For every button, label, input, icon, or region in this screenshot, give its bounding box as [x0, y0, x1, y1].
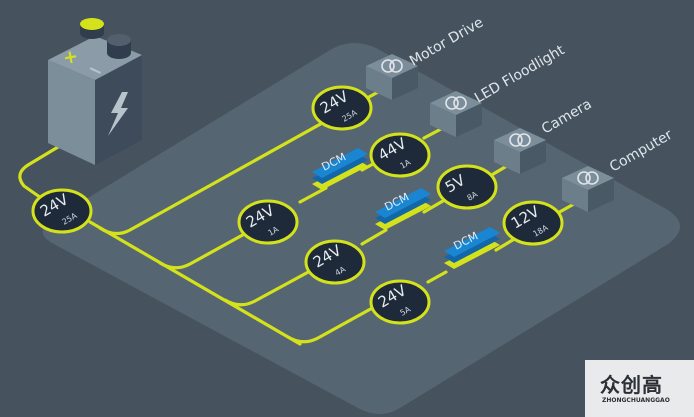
- device-label-motor-drive: Motor Drive: [407, 14, 486, 69]
- device-boxes: [366, 54, 614, 212]
- linked-rings-icon: [577, 171, 599, 185]
- device-box-3: [562, 166, 614, 212]
- device-box-1: [430, 91, 482, 137]
- device-box-0: [366, 54, 418, 100]
- wire-led: [158, 126, 445, 270]
- device-label-camera: Camera: [539, 96, 595, 137]
- watermark-logo: [585, 360, 694, 417]
- dcm-converter: DCM: [444, 227, 500, 269]
- wire-motor: [98, 90, 380, 236]
- wire-camera: [223, 162, 512, 307]
- linked-rings-icon: [445, 96, 467, 110]
- device-box-2: [494, 128, 546, 174]
- wires: [18, 90, 576, 346]
- wire-battery: [18, 139, 70, 202]
- watermark-title: 众创高: [600, 373, 663, 397]
- wire-computer: [286, 202, 576, 344]
- battery: + −: [48, 18, 142, 165]
- device-label-led-floodlight: LED Floodlight: [472, 42, 568, 107]
- linked-rings-icon: [381, 59, 403, 73]
- wire-trunk: [88, 220, 302, 346]
- linked-rings-icon: [509, 133, 531, 147]
- battery-plus-symbol: +: [61, 46, 80, 69]
- device-label-computer: Computer: [607, 127, 675, 176]
- watermark-subtitle: ZHONGCHUANGGAO: [602, 397, 670, 404]
- lightning-bolt-icon: [108, 92, 128, 136]
- dcm-converter: DCM: [312, 148, 368, 190]
